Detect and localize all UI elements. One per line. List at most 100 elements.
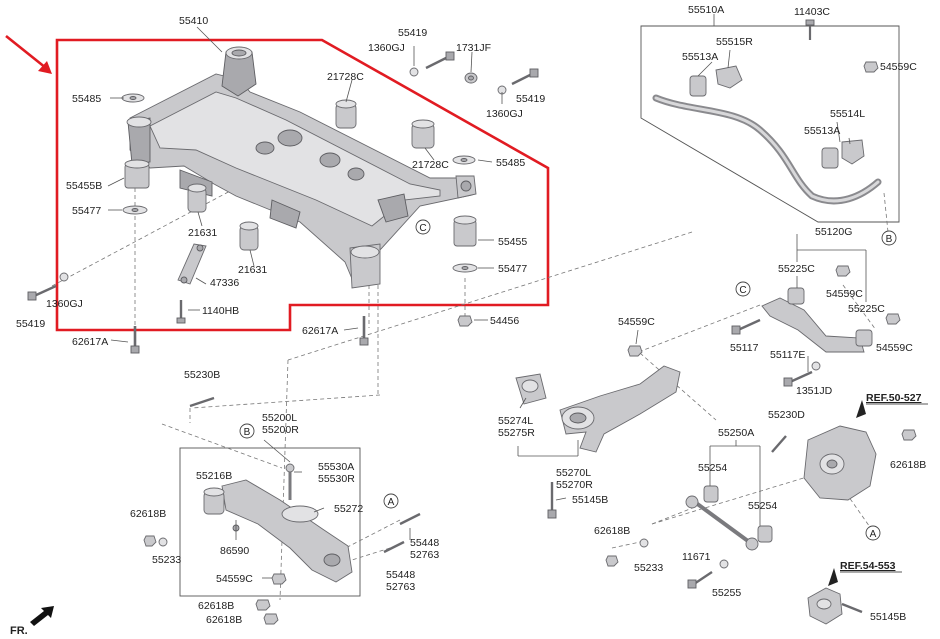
label-1360gj[interactable]: 1360GJ: [46, 298, 83, 310]
bolt-55117e[interactable]: [783, 370, 813, 387]
washer-1360gj-c[interactable]: [59, 272, 69, 282]
label-55270l[interactable]: 55270L: [556, 467, 591, 479]
label-47336[interactable]: 47336: [210, 277, 239, 289]
rear-crossmember[interactable]: [126, 46, 477, 289]
label-55250a[interactable]: 55250A: [718, 427, 754, 439]
label-55477[interactable]: 55477: [72, 205, 101, 217]
label-55515r[interactable]: 55515R: [716, 36, 753, 48]
label-54559c[interactable]: 54559C: [618, 316, 655, 328]
label-55230d[interactable]: 55230D: [768, 409, 805, 421]
washer-55485-a[interactable]: [121, 93, 145, 103]
label-62618b[interactable]: 62618B: [206, 614, 242, 626]
label-55272[interactable]: 55272: [334, 503, 363, 515]
bolt-55448-b[interactable]: [383, 540, 405, 554]
label-55513a[interactable]: 55513A: [804, 125, 840, 137]
bushing-55225c-b[interactable]: [855, 329, 873, 347]
label-55216b[interactable]: 55216B: [196, 470, 232, 482]
bolt-11403c[interactable]: [805, 19, 815, 40]
label-62618b[interactable]: 62618B: [198, 600, 234, 612]
bushing-55225c-a[interactable]: [787, 287, 805, 305]
label-21728c[interactable]: 21728C: [412, 159, 449, 171]
label-55419[interactable]: 55419: [516, 93, 545, 105]
lower-arm-55200[interactable]: [221, 479, 353, 583]
label-55455[interactable]: 55455: [498, 236, 527, 248]
nut-62618b-b[interactable]: [255, 599, 271, 611]
nut-62618b-a[interactable]: [143, 535, 157, 547]
label-62617a[interactable]: 62617A: [302, 325, 338, 337]
label-62618b[interactable]: 62618B: [890, 459, 926, 471]
lateral-link-55250a[interactable]: [685, 495, 759, 551]
label-55514l[interactable]: 55514L: [830, 108, 865, 120]
nut-1731jf[interactable]: [464, 72, 478, 84]
ref-50-527-label[interactable]: REF.50-527: [866, 392, 922, 404]
bushing-55455[interactable]: [453, 215, 477, 247]
bolt-1140hb[interactable]: [176, 300, 186, 324]
washer-1351jd[interactable]: [811, 361, 821, 371]
label-1731jf[interactable]: 1731JF: [456, 42, 491, 54]
label-55419[interactable]: 55419: [16, 318, 45, 330]
label-55255[interactable]: 55255: [712, 587, 741, 599]
label-54559c[interactable]: 54559C: [876, 342, 913, 354]
label-55200r[interactable]: 55200R: [262, 424, 299, 436]
label-55225c[interactable]: 55225C: [848, 303, 885, 315]
label-55485[interactable]: 55485: [72, 93, 101, 105]
washer-55255[interactable]: [719, 559, 729, 569]
label-55419[interactable]: 55419: [398, 27, 427, 39]
label-55275r[interactable]: 55275R: [498, 427, 535, 439]
bolt-55230b[interactable]: [189, 396, 215, 408]
label-55477[interactable]: 55477: [498, 263, 527, 275]
label-55485[interactable]: 55485: [496, 157, 525, 169]
bushing-55513a-b[interactable]: [821, 147, 839, 169]
label-54456[interactable]: 54456: [490, 315, 519, 327]
label-62618b[interactable]: 62618B: [130, 508, 166, 520]
label-55455b[interactable]: 55455B: [66, 180, 102, 192]
bracket-55515r[interactable]: [715, 65, 743, 89]
bushing-55254-a[interactable]: [703, 485, 719, 503]
washer-55233-b[interactable]: [639, 538, 649, 548]
label-55254[interactable]: 55254: [748, 500, 777, 512]
stabilizer-bar-55510a[interactable]: [652, 94, 882, 205]
label-55270r[interactable]: 55270R: [556, 479, 593, 491]
bolt-55145b-b[interactable]: [841, 602, 863, 614]
label-55117e[interactable]: 55117E: [770, 349, 805, 361]
label-55120g[interactable]: 55120G: [815, 226, 852, 238]
label-55145b[interactable]: 55145B: [870, 611, 906, 623]
label-55448[interactable]: 55448: [386, 569, 415, 581]
label-55448[interactable]: 55448: [410, 537, 439, 549]
nut-54559c-b[interactable]: [835, 265, 851, 277]
label-1360gj[interactable]: 1360GJ: [486, 108, 523, 120]
label-52763[interactable]: 52763: [410, 549, 439, 561]
bracket-ref-54-553[interactable]: [807, 587, 843, 625]
label-54559c[interactable]: 54559C: [880, 61, 917, 73]
nut-62618b-c[interactable]: [263, 613, 279, 625]
bracket-55514l[interactable]: [841, 139, 865, 165]
label-62618b[interactable]: 62618B: [594, 525, 630, 537]
label-1140hb[interactable]: 1140HB: [202, 305, 239, 317]
bolt-55419-a[interactable]: [425, 51, 455, 70]
trailing-arm-55270[interactable]: [559, 365, 681, 453]
bolt-55145b-a[interactable]: [547, 482, 557, 519]
washer-55477-b[interactable]: [452, 263, 478, 273]
nut-54559c-a[interactable]: [863, 61, 879, 73]
washer-55477-a[interactable]: [122, 205, 148, 215]
label-55233[interactable]: 55233: [152, 554, 181, 566]
label-21631[interactable]: 21631: [188, 227, 217, 239]
label-21631[interactable]: 21631: [238, 264, 267, 276]
label-55513a[interactable]: 55513A: [682, 51, 718, 63]
label-55117[interactable]: 55117: [730, 342, 759, 354]
bushing-55455b[interactable]: [124, 159, 150, 189]
label-55254[interactable]: 55254: [698, 462, 727, 474]
label-55530r[interactable]: 55530R: [318, 473, 355, 485]
washer-1360gj-a[interactable]: [409, 67, 419, 77]
label-55200l[interactable]: 55200L: [262, 412, 297, 424]
bolt-62617a-b[interactable]: [359, 316, 369, 346]
link-55530a[interactable]: [285, 463, 295, 500]
ref-54-553-label[interactable]: REF.54-553: [840, 560, 896, 572]
bushing-55274l[interactable]: [515, 373, 547, 405]
nut-62618b-d[interactable]: [605, 555, 619, 567]
knuckle-ref-50-527[interactable]: [803, 425, 877, 501]
bushing-21631-a[interactable]: [187, 183, 207, 213]
bolt-55419-b[interactable]: [511, 68, 539, 86]
label-1351jd[interactable]: 1351JD: [796, 385, 833, 397]
label-62617a[interactable]: 62617A: [72, 336, 108, 348]
